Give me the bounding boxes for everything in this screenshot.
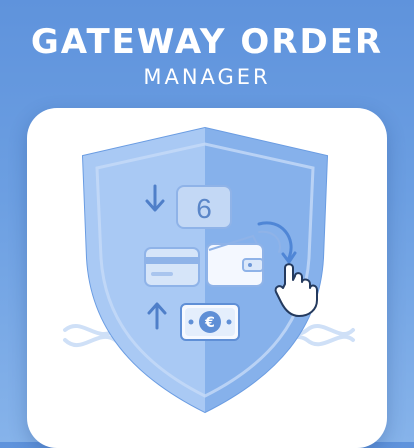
app-title: GATEWAY ORDER <box>30 22 384 62</box>
icon-card: 6 <box>27 108 387 448</box>
app-subtitle: MANAGER <box>143 65 271 89</box>
currency-symbol: € <box>204 315 215 331</box>
shield-icon <box>81 126 329 414</box>
order-number: 6 <box>196 193 212 224</box>
banknote-icon: € <box>180 303 240 341</box>
wallet-icon <box>206 234 264 287</box>
gateway-illustration: 6 <box>63 126 355 414</box>
credit-card-icon <box>144 247 200 287</box>
down-arrow-icon <box>145 184 165 212</box>
refresh-arrow-icon <box>257 221 297 265</box>
up-arrow-icon <box>147 302 167 330</box>
document-icon: 6 <box>176 185 232 229</box>
hand-pointer-icon <box>274 263 318 317</box>
